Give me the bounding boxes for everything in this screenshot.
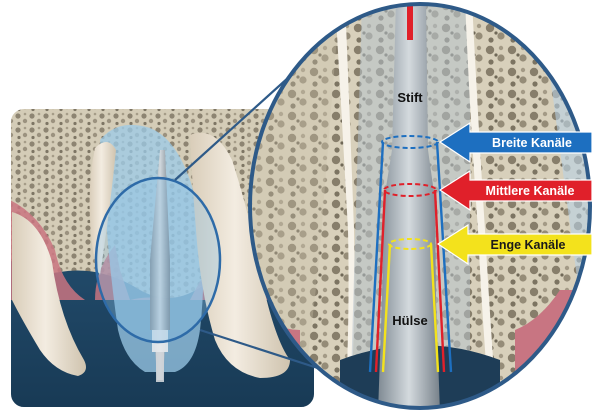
arrow-enge-kanaele: Enge Kanäle [436, 223, 593, 266]
huelse-label: Hülse [392, 313, 427, 328]
zoom-circle-border [248, 2, 592, 410]
zoom-source-ellipse [94, 176, 222, 344]
zoom-connector-bottom [199, 328, 331, 374]
stift-label: Stift [397, 90, 423, 105]
arrow-mittlere-label: Mittlere Kanäle [486, 184, 575, 198]
arrow-breite-label: Breite Kanäle [492, 136, 572, 150]
arrow-mittlere-kanaele: Mittlere Kanäle [438, 169, 593, 212]
arrow-enge-label: Enge Kanäle [490, 238, 565, 252]
arrow-breite-kanaele: Breite Kanäle [438, 121, 593, 164]
